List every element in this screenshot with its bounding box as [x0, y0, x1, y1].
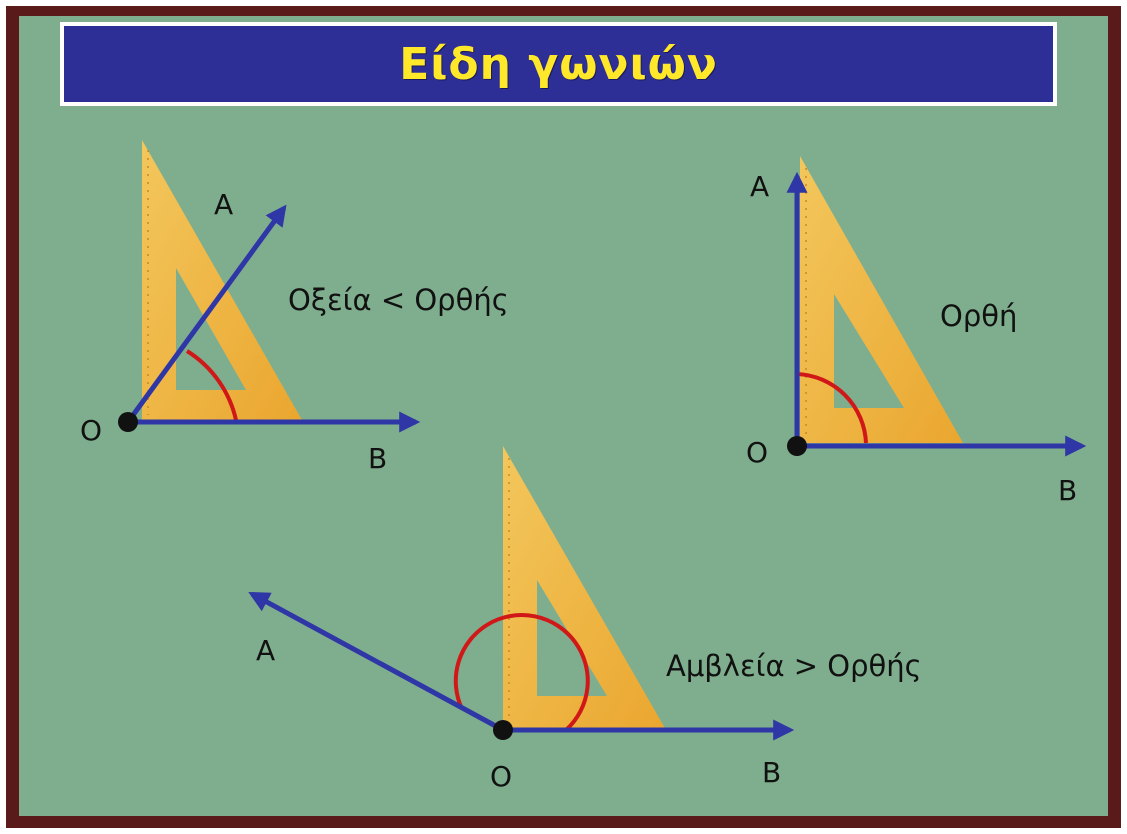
vertex-label-acute: O: [80, 414, 102, 447]
angle-arc-obtuse: [453, 613, 590, 732]
ray-b-label-acute: B: [368, 442, 387, 475]
ray-b-label-obtuse: B: [762, 756, 781, 789]
set-square-acute: [142, 140, 302, 420]
angle-arc-acute: [185, 349, 238, 421]
ray-a-label-acute: A: [214, 188, 233, 221]
angle-arc-right: [796, 372, 868, 444]
ray-oa-obtuse: [248, 591, 505, 733]
ray-a-label-obtuse: A: [256, 634, 275, 667]
ray-oa-acute: [125, 204, 287, 424]
obtuse-angle-group: O A B Αμβλεία > Ορθής: [248, 446, 922, 793]
title-banner: Είδη γωνιών: [60, 22, 1057, 106]
vertex-point-obtuse: [493, 720, 513, 740]
caption-acute: Οξεία < Ορθής: [288, 283, 509, 317]
ray-a-label-right: A: [750, 170, 769, 203]
caption-obtuse: Αμβλεία > Ορθής: [666, 649, 922, 683]
vertex-point-acute: [118, 412, 138, 432]
vertex-label-obtuse: O: [490, 760, 512, 793]
page-title: Είδη γωνιών: [399, 38, 718, 90]
set-square-obtuse: [503, 446, 666, 730]
caption-right: Ορθή: [940, 299, 1017, 333]
ray-b-label-right: B: [1058, 474, 1077, 507]
acute-angle-group: O A B Οξεία < Ορθής: [80, 140, 509, 475]
set-square-right: [800, 156, 963, 443]
vertex-label-right: O: [746, 436, 768, 469]
right-angle-group: O A B Ορθή: [746, 156, 1087, 507]
vertex-point-right: [787, 436, 807, 456]
